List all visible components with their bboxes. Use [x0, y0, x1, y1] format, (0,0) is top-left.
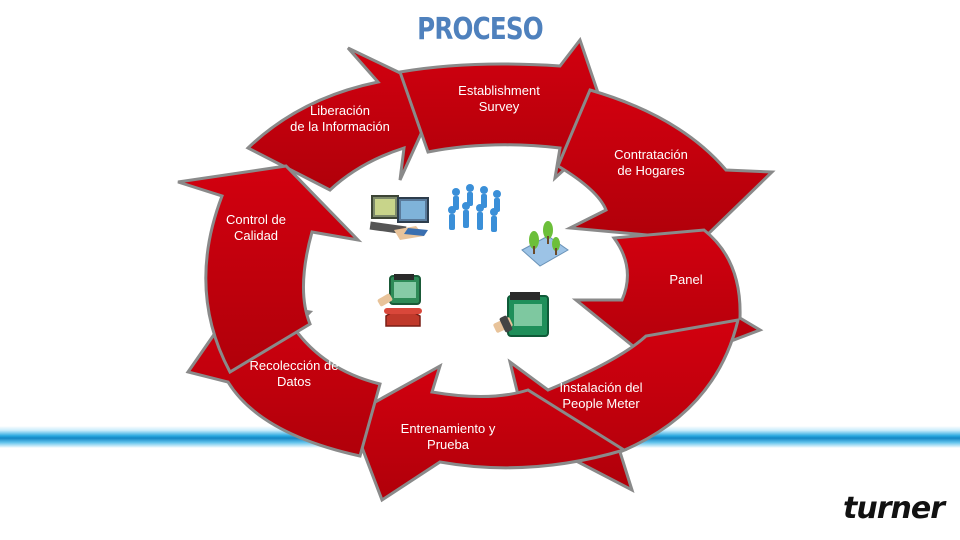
stage-arrow-liberacion [245, 46, 442, 192]
stage-label-establishment: Establishment Survey [458, 83, 540, 114]
stage-label-panel: Panel [669, 272, 703, 287]
stage-label-recoleccion: Recolección de Datos [249, 358, 339, 389]
stage-arrow-entrenamiento [348, 362, 628, 503]
stage-label-liberacion: Liberación de la Información [290, 103, 390, 134]
trees-map-icon [521, 221, 569, 267]
stage-label-control-calidad: Control de Calidad [226, 212, 286, 243]
people-group-icon [448, 184, 501, 232]
stage-arrow-control-calidad [177, 164, 363, 375]
page-title: PROCESO [417, 12, 543, 47]
turner-logo: turner [843, 491, 945, 526]
computer-monitors-icon [369, 195, 429, 240]
people-meter-device-icon [493, 292, 549, 337]
stage-label-contratacion: Contratación de Hogares [614, 147, 688, 178]
telephone-device-icon [377, 274, 422, 327]
stage-label-instalacion: Instalación del People Meter [559, 380, 643, 411]
stage-label-entrenamiento: Entrenamiento y Prueba [400, 421, 496, 452]
stage-arrow-contratacion [556, 88, 776, 242]
